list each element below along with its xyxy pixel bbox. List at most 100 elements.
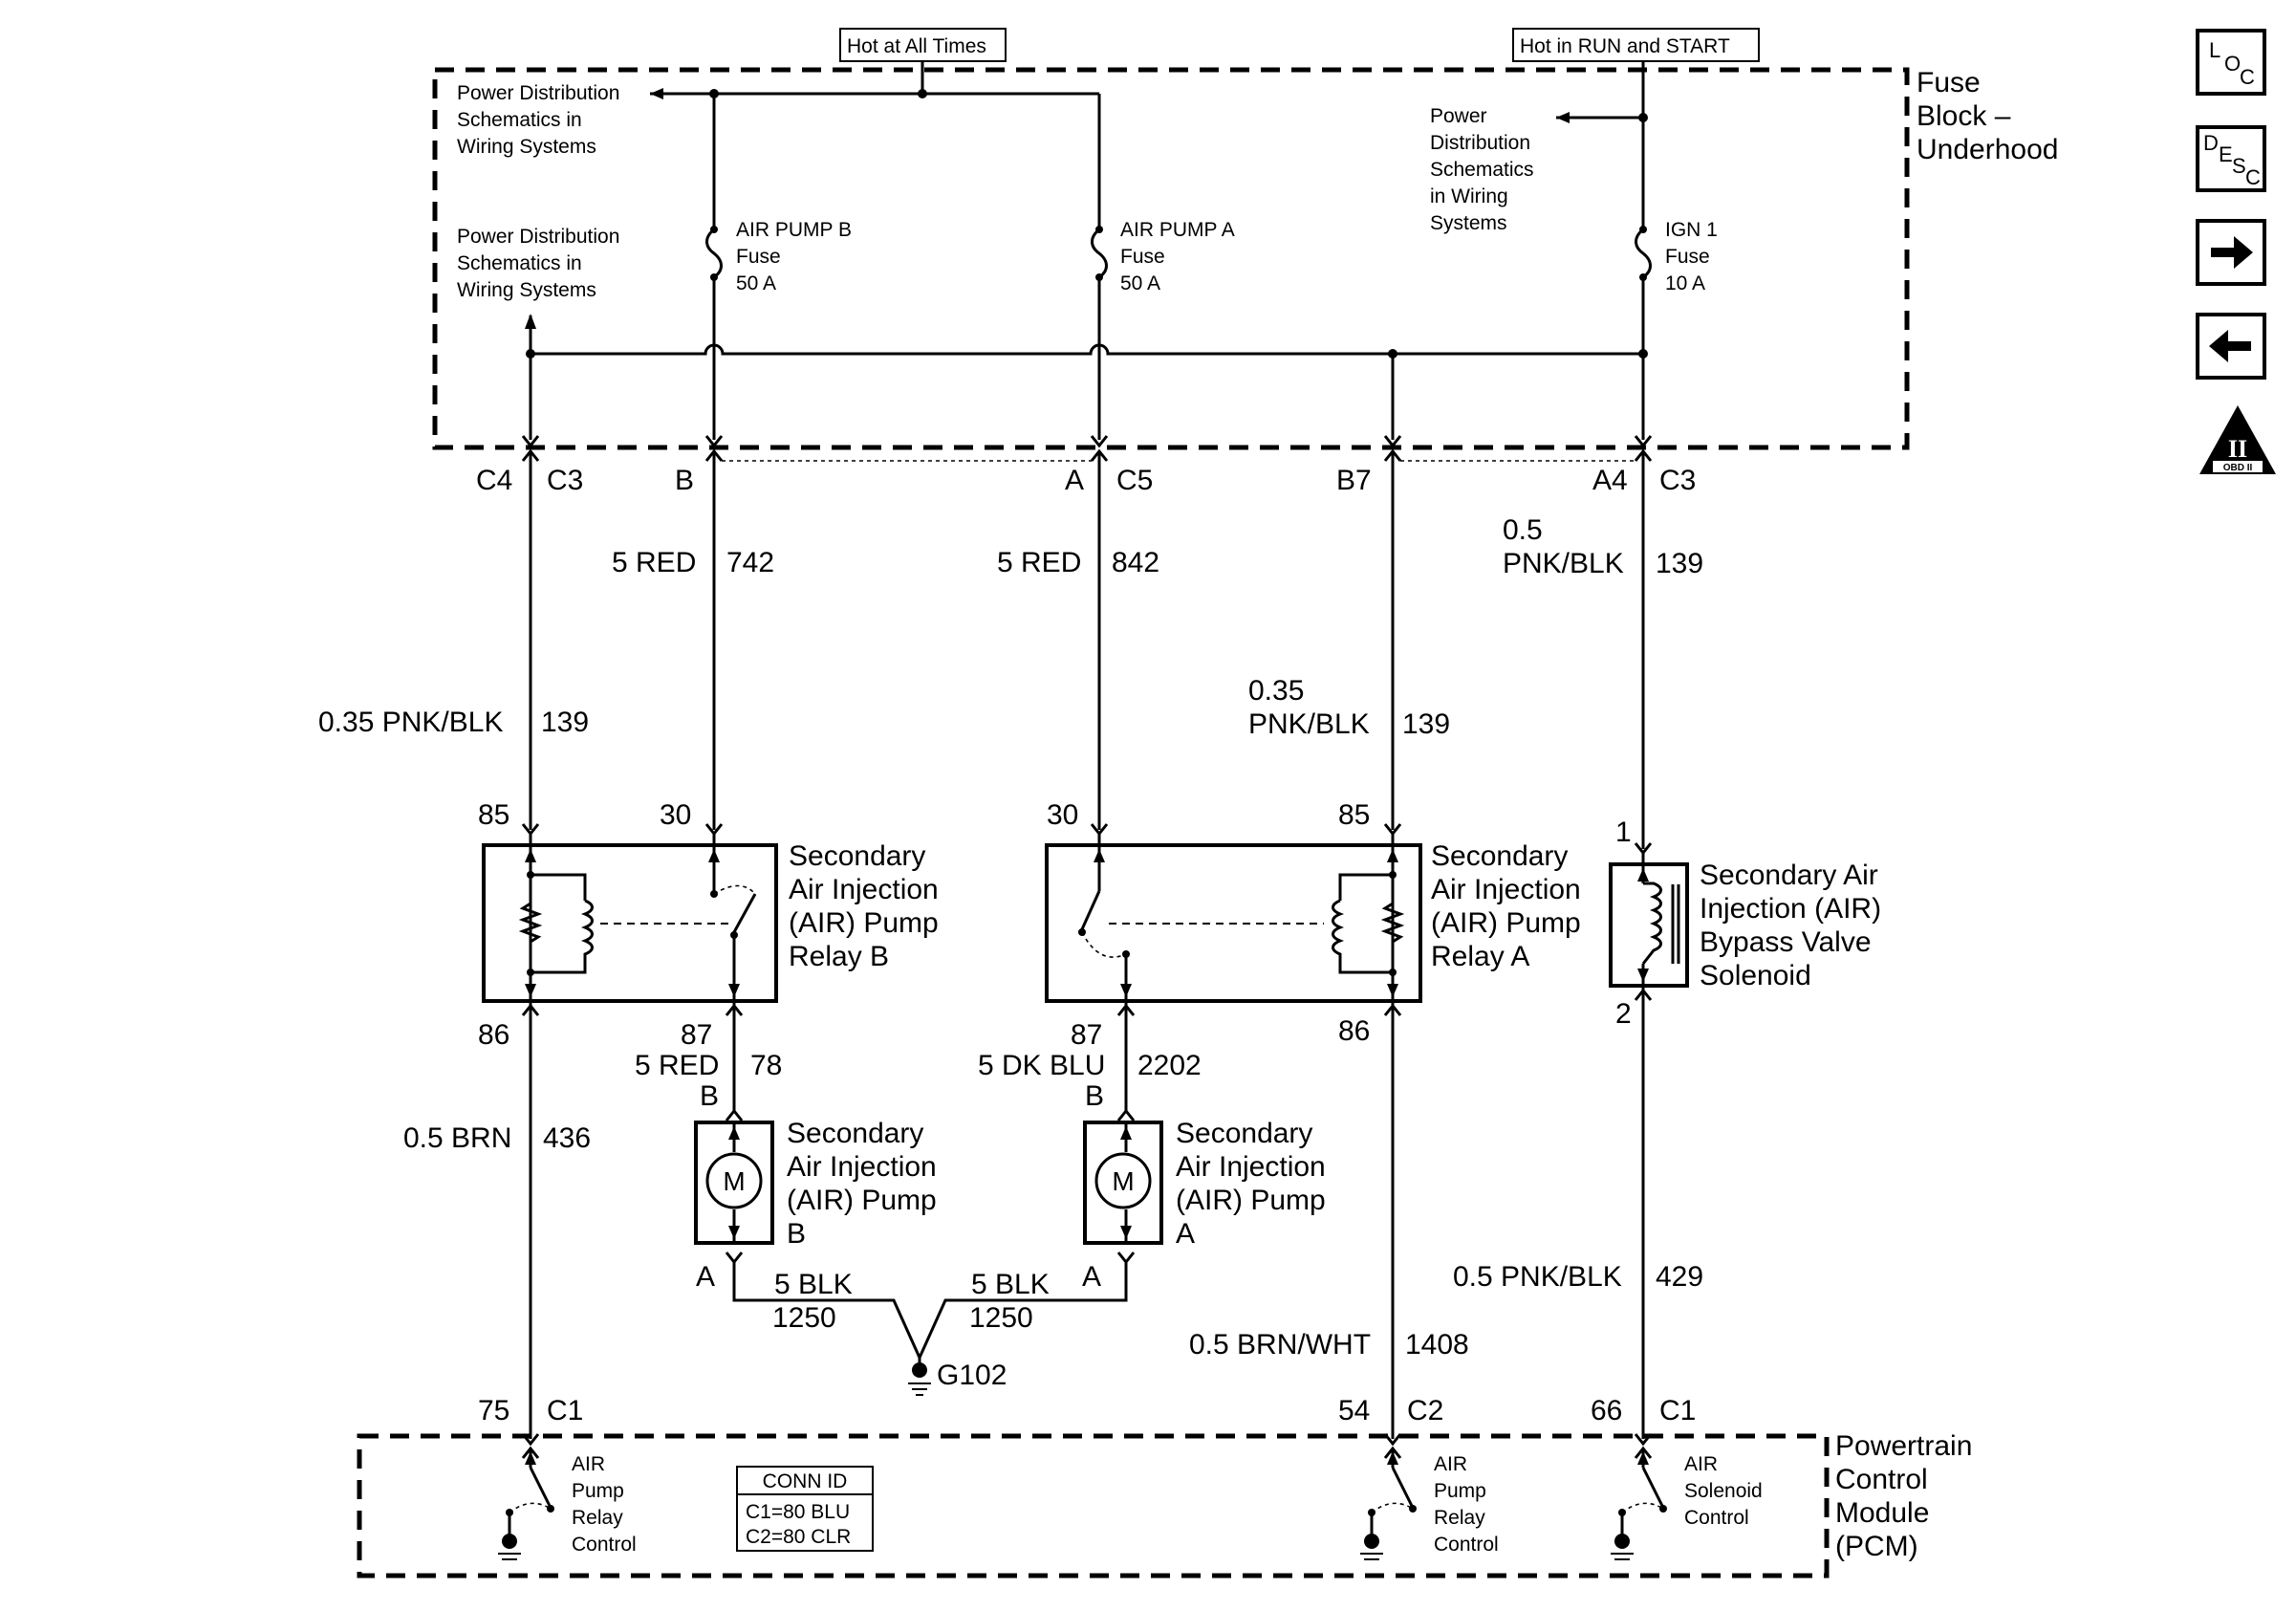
conn-c1-left: C1 [547,1395,583,1426]
conn-id-c1: C1=80 BLU [746,1501,850,1523]
fuse-air-pump-b-label: AIR PUMP B Fuse 50 A [736,219,857,294]
wire-139-right-gauge: 0.5 PNK/BLK [1503,514,1624,579]
conn-c1-right: C1 [1659,1395,1696,1426]
wire-139-mid-gauge: 0.35 PNK/BLK [1248,675,1370,740]
motor-a-bot-pin: A [1082,1261,1101,1293]
conn-c3-right: C3 [1659,465,1696,496]
relay-b-box [482,843,778,1003]
solenoid-label: Secondary Air Injection (AIR) Bypass Val… [1700,860,1889,991]
pump-a-label: Secondary Air Injection (AIR) Pump A [1176,1118,1333,1250]
wire-78-gauge: 5 RED [635,1050,719,1081]
wire-139-right-num: 139 [1656,548,1703,579]
pump-a-box [1083,1121,1163,1245]
fuse-block-title: Fuse Block – Underhood [1917,67,2058,165]
fuse-ign1-label: IGN 1 Fuse 10 A [1665,219,1723,294]
wire-1250-l-gauge: 5 BLK [774,1269,853,1300]
svg-text:M: M [1112,1166,1134,1196]
hot-run-start-box [1512,28,1760,62]
arrow-right-icon [2211,236,2253,269]
pcm-switch-mid [1360,1448,1417,1560]
wire-1408-num: 1408 [1405,1329,1469,1361]
wire-436-gauge: 0.5 BRN [403,1122,511,1154]
back-button[interactable] [2196,313,2266,380]
pump-a-motor-icon [1094,1152,1152,1209]
conn-c3-left: C3 [547,465,583,496]
fuse-ign1-icon [1635,228,1652,279]
pcm-switch-left [498,1448,554,1560]
power-dist-right-note: Power Distribution Schematics in Wiring … [1430,105,1539,234]
fuse-air-pump-b-icon [705,228,723,279]
relay-b-switch-icon [732,893,757,933]
wire-139-left-gauge: 0.35 PNK/BLK [318,707,503,738]
relay-b-coil-icon [531,873,594,974]
pin-86-right: 86 [1338,1015,1370,1047]
wire-436-num: 436 [543,1122,591,1154]
pcm-switch-right-label: AIR Solenoid Control [1684,1453,1768,1529]
ground-g102-icon [912,1362,927,1378]
motor-a-top-pin: B [1085,1080,1104,1112]
fuse-air-pump-a-icon [1091,228,1108,279]
relay-b-label: Secondary Air Injection (AIR) Pump Relay… [789,840,946,972]
wire-742-gauge: 5 RED [612,547,696,578]
pin-1: 1 [1615,816,1632,848]
conn-id-c2: C2=80 CLR [746,1526,851,1548]
conn-a4: A4 [1592,465,1628,496]
solenoid-coil-icon [1641,882,1662,965]
wire-842-num: 842 [1112,547,1159,578]
pin-2: 2 [1615,998,1632,1030]
wire-139-left-num: 139 [541,707,589,738]
next-button[interactable] [2196,219,2266,286]
conn-c2: C2 [1407,1395,1443,1426]
obd2-triangle-icon: II OBD II [2199,405,2276,474]
conn-a: A [1065,465,1084,496]
pin-85-right: 85 [1338,799,1370,831]
pin-86-left: 86 [478,1019,509,1051]
ground-g102-label: G102 [937,1360,1007,1391]
pin-66: 66 [1591,1395,1622,1426]
wire-1250-l-num: 1250 [772,1302,836,1334]
wire-742-num: 742 [726,547,774,578]
conn-c5: C5 [1116,465,1153,496]
pin-85-left: 85 [478,799,509,831]
pump-b-motor-icon [705,1152,763,1209]
wire-842-gauge: 5 RED [997,547,1081,578]
loc-button[interactable]: L O C [2196,29,2266,96]
wire-2202-num: 2202 [1137,1050,1202,1081]
obd2-button[interactable]: II OBD II [2196,402,2280,478]
pcm-switch-left-label: AIR Pump Relay Control [572,1453,637,1556]
hot-run-start-label: Hot in RUN and START [1520,35,1730,57]
relay-a-label: Secondary Air Injection (AIR) Pump Relay… [1431,840,1589,972]
fuse-air-pump-a-label: AIR PUMP A Fuse 50 A [1120,219,1240,294]
pin-54: 54 [1338,1395,1370,1426]
pin-75: 75 [478,1395,509,1426]
wire-1250-r-gauge: 5 BLK [971,1269,1050,1300]
fuse-block-outline [432,67,1910,450]
svg-text:OBD II: OBD II [2223,463,2253,473]
relay-a-switch-icon [1080,890,1101,930]
arrow-left-icon [2209,330,2251,362]
conn-c4: C4 [476,465,512,496]
power-dist-top-note: Power Distribution Schematics in Wiring … [457,82,625,158]
svg-text:II: II [2228,435,2247,463]
wire-1408-gauge: 0.5 BRN/WHT [1189,1329,1371,1361]
wire-429-num: 429 [1656,1261,1703,1293]
pin-30-right: 30 [1047,799,1078,831]
wire-139-mid-num: 139 [1402,708,1450,740]
pin-30-left: 30 [660,799,691,831]
conn-b: B [675,465,694,496]
motor-b-bot-pin: A [696,1261,715,1293]
hot-all-times-label: Hot at All Times [847,35,986,57]
desc-button[interactable]: D E S C [2196,125,2266,192]
pin-87-left: 87 [681,1019,712,1051]
conn-id-box [736,1466,874,1552]
wire-78-num: 78 [750,1050,782,1081]
svg-text:M: M [723,1166,745,1196]
pcm-switch-mid-label: AIR Pump Relay Control [1434,1453,1499,1556]
wire-2202-gauge: 5 DK BLU [978,1050,1105,1081]
pump-b-label: Secondary Air Injection (AIR) Pump B [787,1118,944,1250]
pin-87-right: 87 [1071,1019,1102,1051]
motor-b-top-pin: B [700,1080,719,1112]
conn-b7: B7 [1336,465,1372,496]
conn-id-title: CONN ID [763,1470,848,1492]
power-dist-left-note: Power Distribution Schematics in Wiring … [457,226,625,301]
